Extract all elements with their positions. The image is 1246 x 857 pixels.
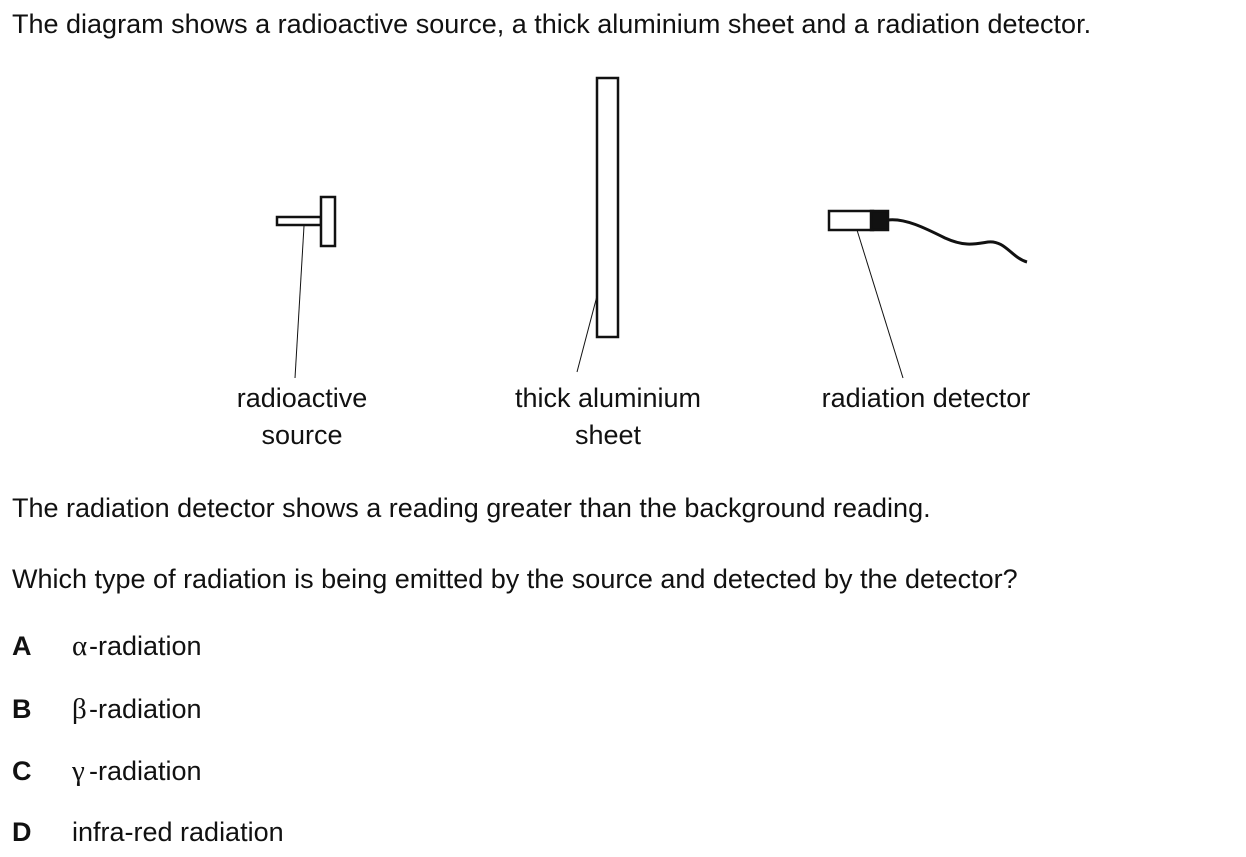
aluminium-sheet-icon: [576, 76, 620, 373]
radiation-diagram: [275, 76, 1028, 379]
intro-text: The diagram shows a radioactive source, …: [12, 9, 1092, 39]
option-letter: D: [12, 817, 32, 847]
option-letter: B: [12, 694, 32, 724]
option-text: -radiation: [89, 631, 202, 661]
radiation-detector-icon: [827, 209, 1028, 379]
question-text: Which type of radiation is being emitted…: [12, 564, 1018, 594]
option-text: -radiation: [89, 694, 202, 724]
statement-text: The radiation detector shows a reading g…: [12, 493, 931, 523]
option-text: infra-red radiation: [72, 817, 284, 847]
detector-label: radiation detector: [821, 383, 1031, 413]
option-letter: A: [12, 631, 32, 661]
sheet-label: thick aluminium sheet: [514, 383, 702, 450]
option-greek-symbol: γ: [72, 755, 85, 787]
option-letter: C: [12, 756, 32, 786]
option-greek-symbol: α: [72, 630, 88, 662]
radioactive-source-icon: [275, 195, 337, 379]
option-greek-symbol: β: [72, 693, 87, 725]
option-text: -radiation: [89, 756, 202, 786]
source-label: radioactive source: [236, 383, 368, 450]
